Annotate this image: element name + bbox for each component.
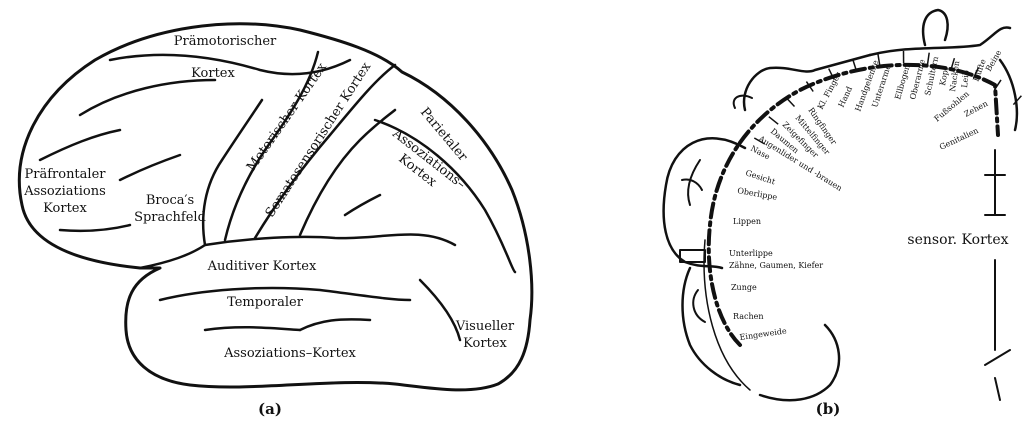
label-motorischer-kortex: Motorischer Kortex bbox=[244, 60, 330, 174]
occipital-sulcus bbox=[420, 280, 460, 340]
label-genitalien: Genitalien bbox=[938, 126, 980, 152]
frontal-sulcus-1 bbox=[80, 80, 215, 115]
homunculus-diagram: Kl. Finger Hand Handgelenke Unterarme El… bbox=[664, 10, 1024, 400]
label-zehen: Zehen bbox=[963, 99, 990, 119]
label-praemotorischer: Prämotorischer bbox=[174, 34, 277, 49]
label-visueller-kortex: Kortex bbox=[463, 336, 507, 351]
label-zaehne: Zähne, Gaumen, Kiefer bbox=[729, 261, 823, 270]
caption-b: (b) bbox=[816, 400, 841, 418]
label-visueller: Visueller bbox=[455, 319, 515, 334]
label-sensor-kortex: sensor. Kortex bbox=[907, 232, 1008, 248]
label-praefrontaler: Präfrontaler bbox=[25, 167, 107, 182]
label-fusssohlen: Fußsohlen bbox=[933, 89, 971, 123]
cortex-tick bbox=[769, 117, 778, 125]
frontal-sulcus-5 bbox=[60, 225, 130, 231]
label-zunge: Zunge bbox=[731, 283, 757, 292]
label-lippen: Lippen bbox=[733, 217, 761, 226]
leg-shape bbox=[1000, 60, 1017, 130]
temporal-sulcus-2 bbox=[205, 327, 300, 330]
postcentral-sulcus bbox=[300, 110, 395, 235]
brain-diagram: Prämotorischer Kortex Motorischer Kortex… bbox=[19, 24, 531, 390]
label-leib: Leib bbox=[960, 70, 971, 89]
label-eingeweide: Eingeweide bbox=[739, 326, 787, 342]
spine-line bbox=[985, 150, 1010, 400]
eye-shape bbox=[682, 179, 702, 190]
label-hand: Hand bbox=[837, 85, 854, 109]
label-rachen: Rachen bbox=[733, 312, 764, 321]
label-praefrontaler-assoziations: Assoziations bbox=[23, 184, 106, 199]
frontal-sulcus-4 bbox=[120, 155, 180, 180]
parietal-sulcus-2 bbox=[345, 195, 380, 215]
label-unterlippe: Unterlippe bbox=[729, 249, 773, 258]
frontal-sulcus-3 bbox=[40, 130, 120, 160]
arm-body-shape bbox=[870, 27, 1010, 55]
label-temporaler: Temporaler bbox=[227, 295, 304, 310]
label-gesicht: Gesicht bbox=[744, 168, 777, 186]
caption-a: (a) bbox=[258, 400, 282, 418]
tongue-shape bbox=[693, 290, 705, 322]
label-assoziations-temporal: Assoziations–Kortex bbox=[223, 346, 356, 361]
label-praefrontaler-kortex: Kortex bbox=[43, 201, 87, 216]
label-broca: Broca′s bbox=[146, 193, 194, 208]
label-sprachfeld: Sprachfeld bbox=[134, 210, 206, 225]
cortex-tick bbox=[786, 98, 794, 107]
head-top-shape bbox=[923, 10, 948, 45]
label-kortex-top: Kortex bbox=[191, 66, 235, 81]
label-oberlippe: Oberlippe bbox=[737, 186, 779, 202]
label-auditiver-kortex: Auditiver Kortex bbox=[207, 259, 317, 274]
temporal-sulcus-3 bbox=[300, 319, 370, 330]
